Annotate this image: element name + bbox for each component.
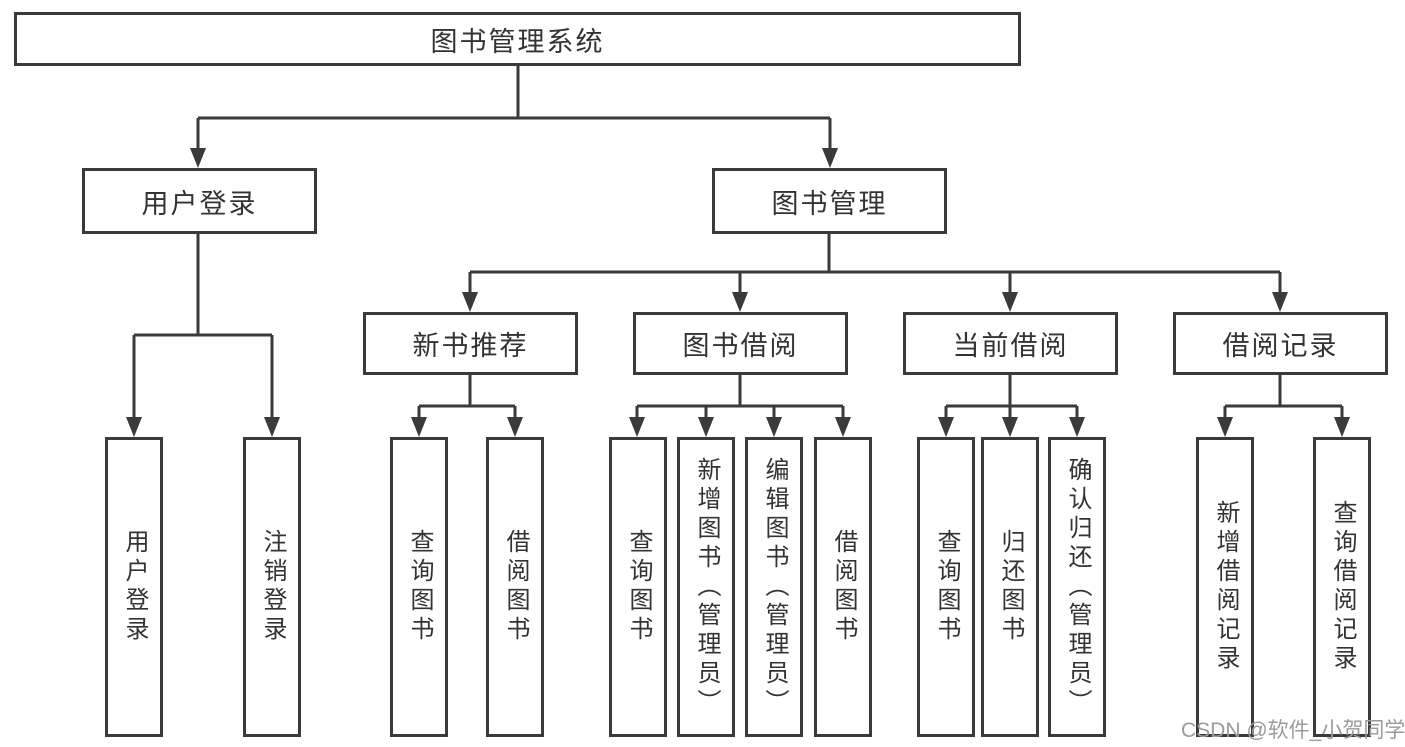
leaf-borrow-books-recommend: 借阅图书 xyxy=(486,437,544,737)
leaf-add-borrow-record: 新增借阅记录 xyxy=(1196,437,1254,737)
node-user-login-label: 用户登录 xyxy=(141,188,258,219)
node-book-management: 图书管理 xyxy=(712,168,947,234)
leaf-add-books-admin-label: 新增图书（管理员） xyxy=(693,456,720,718)
node-current-borrow-label: 当前借阅 xyxy=(952,331,1069,361)
node-book-management-label: 图书管理 xyxy=(771,188,888,219)
leaf-query-books-current: 查询图书 xyxy=(917,437,975,737)
node-borrow-records-label: 借阅记录 xyxy=(1222,331,1339,361)
node-root: 图书管理系统 xyxy=(14,12,1021,66)
leaf-edit-books-admin: 编辑图书（管理员） xyxy=(745,437,803,737)
leaf-logout-label: 注销登录 xyxy=(259,529,286,645)
node-user-login: 用户登录 xyxy=(82,168,317,234)
leaf-user-login: 用户登录 xyxy=(105,437,163,737)
leaf-confirm-return-admin-label: 确认归还（管理员） xyxy=(1064,456,1091,718)
leaf-logout: 注销登录 xyxy=(243,437,301,737)
leaf-query-borrow-record-label: 查询借阅记录 xyxy=(1329,500,1356,674)
leaf-user-login-label: 用户登录 xyxy=(121,529,148,645)
leaf-return-books-label: 归还图书 xyxy=(997,529,1024,645)
node-book-borrow-label: 图书借阅 xyxy=(682,331,799,361)
arrowheads xyxy=(126,148,1350,437)
leaf-query-books-borrow: 查询图书 xyxy=(609,437,667,737)
connector-root-to-level2 xyxy=(196,66,832,150)
node-current-borrow: 当前借阅 xyxy=(903,312,1118,375)
leaf-query-borrow-record: 查询借阅记录 xyxy=(1313,437,1371,737)
node-new-book-recommend-label: 新书推荐 xyxy=(412,331,529,361)
connector-groups-to-leaves xyxy=(417,375,1344,419)
node-book-borrow: 图书借阅 xyxy=(633,312,848,375)
leaf-query-books-recommend: 查询图书 xyxy=(390,437,448,737)
leaf-return-books: 归还图书 xyxy=(981,437,1039,737)
leaf-confirm-return-admin: 确认归还（管理员） xyxy=(1048,437,1106,737)
leaf-query-books-borrow-label: 查询图书 xyxy=(625,529,652,645)
node-borrow-records: 借阅记录 xyxy=(1173,312,1388,375)
csdn-watermark: CSDN @软件_小贺同学 xyxy=(1181,719,1405,742)
leaf-query-books-recommend-label: 查询图书 xyxy=(406,529,433,645)
leaf-edit-books-admin-label: 编辑图书（管理员） xyxy=(761,456,788,718)
leaf-borrow-books: 借阅图书 xyxy=(814,437,872,737)
connector-bookmgmt-to-groups xyxy=(468,234,1282,294)
node-new-book-recommend: 新书推荐 xyxy=(363,312,578,375)
leaf-add-borrow-record-label: 新增借阅记录 xyxy=(1212,500,1239,674)
connector-userlogin-to-leaves xyxy=(132,233,274,419)
leaf-borrow-books-label: 借阅图书 xyxy=(830,529,857,645)
leaf-add-books-admin: 新增图书（管理员） xyxy=(677,437,735,737)
leaf-query-books-current-label: 查询图书 xyxy=(933,529,960,645)
node-root-label: 图书管理系统 xyxy=(430,26,605,57)
leaf-borrow-books-recommend-label: 借阅图书 xyxy=(502,529,529,645)
